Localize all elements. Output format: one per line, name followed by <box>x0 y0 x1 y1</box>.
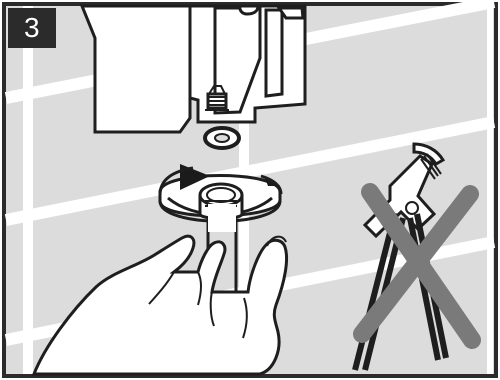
step-number-badge: 3 <box>8 8 56 48</box>
washer-seal-icon <box>205 128 239 148</box>
step-number: 3 <box>24 14 40 42</box>
